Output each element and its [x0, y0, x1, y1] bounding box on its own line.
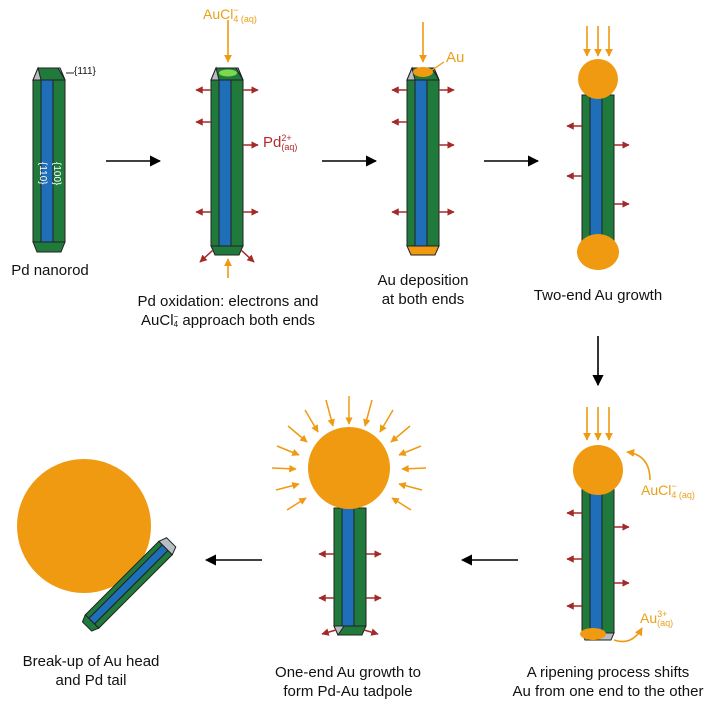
au-in-arrows-4: [583, 26, 613, 57]
caption-ripening-line2: Au from one end to the other: [512, 683, 704, 700]
aucl-top-label: AuCl−4 (aq): [203, 5, 257, 25]
caption-pd-nanorod: Pd nanorod: [11, 262, 89, 279]
facet-110-label: {110}: [37, 162, 48, 185]
tadpole-rod: [333, 507, 367, 637]
caption-deposition: Au deposition at both ends: [363, 271, 483, 309]
pd-out-arrows-2: [195, 86, 259, 263]
two-end-nanorod: [577, 59, 619, 270]
facet-111-label: {111}: [74, 66, 96, 77]
pd-nanorod-3: [406, 66, 440, 256]
au-sun-rays: [271, 396, 427, 511]
au-label-leader: [431, 61, 445, 71]
caption-breakup-line1: Break-up of Au head: [22, 653, 160, 670]
caption-breakup: Break-up of Au head and Pd tail: [6, 652, 176, 690]
pd-out-arrows-6: [318, 550, 382, 636]
caption-ripening: A ripening process shifts Au from one en…: [498, 663, 718, 701]
caption-breakup-line2: and Pd tail: [55, 672, 127, 689]
tadpole-au-head: [308, 427, 390, 509]
caption-one-end-line1: One-end Au growth to: [275, 664, 421, 681]
caption-deposition-line1: Au deposition: [377, 272, 469, 289]
pd-nanorod-1: [32, 66, 74, 253]
caption-oxidation: Pd oxidation: electrons and AuCl−4 appro…: [118, 292, 338, 330]
caption-oxidation-line1: Pd oxidation: electrons and: [137, 293, 319, 310]
caption-one-end: One-end Au growth to form Pd-Au tadpole: [258, 663, 438, 701]
pd-nanorod-2: [210, 66, 244, 256]
au-label: Au: [446, 49, 465, 66]
au3-release-arrow: [613, 627, 643, 643]
pd-out-arrows-3: [391, 86, 455, 216]
pd-out-arrows-5: [566, 509, 630, 610]
aucl-recycle-arrow: [626, 448, 651, 481]
caption-ripening-line1: A ripening process shifts: [526, 664, 690, 681]
au-in-arrows-5: [583, 407, 613, 441]
aucl-ripening-label: AuCl−4 (aq): [641, 481, 695, 501]
caption-deposition-line2: at both ends: [381, 291, 465, 308]
caption-oxidation-line2: AuCl−4 approach both ends: [141, 312, 315, 330]
ripening-nanorod: [573, 445, 623, 641]
pd-out-arrows-4: [566, 122, 630, 208]
caption-one-end-line2: form Pd-Au tadpole: [283, 683, 413, 700]
facet-100-label: {100}: [51, 162, 62, 186]
free-au-sphere: [17, 459, 151, 593]
caption-two-end: Two-end Au growth: [533, 287, 663, 304]
free-pd-tail: [81, 537, 177, 632]
